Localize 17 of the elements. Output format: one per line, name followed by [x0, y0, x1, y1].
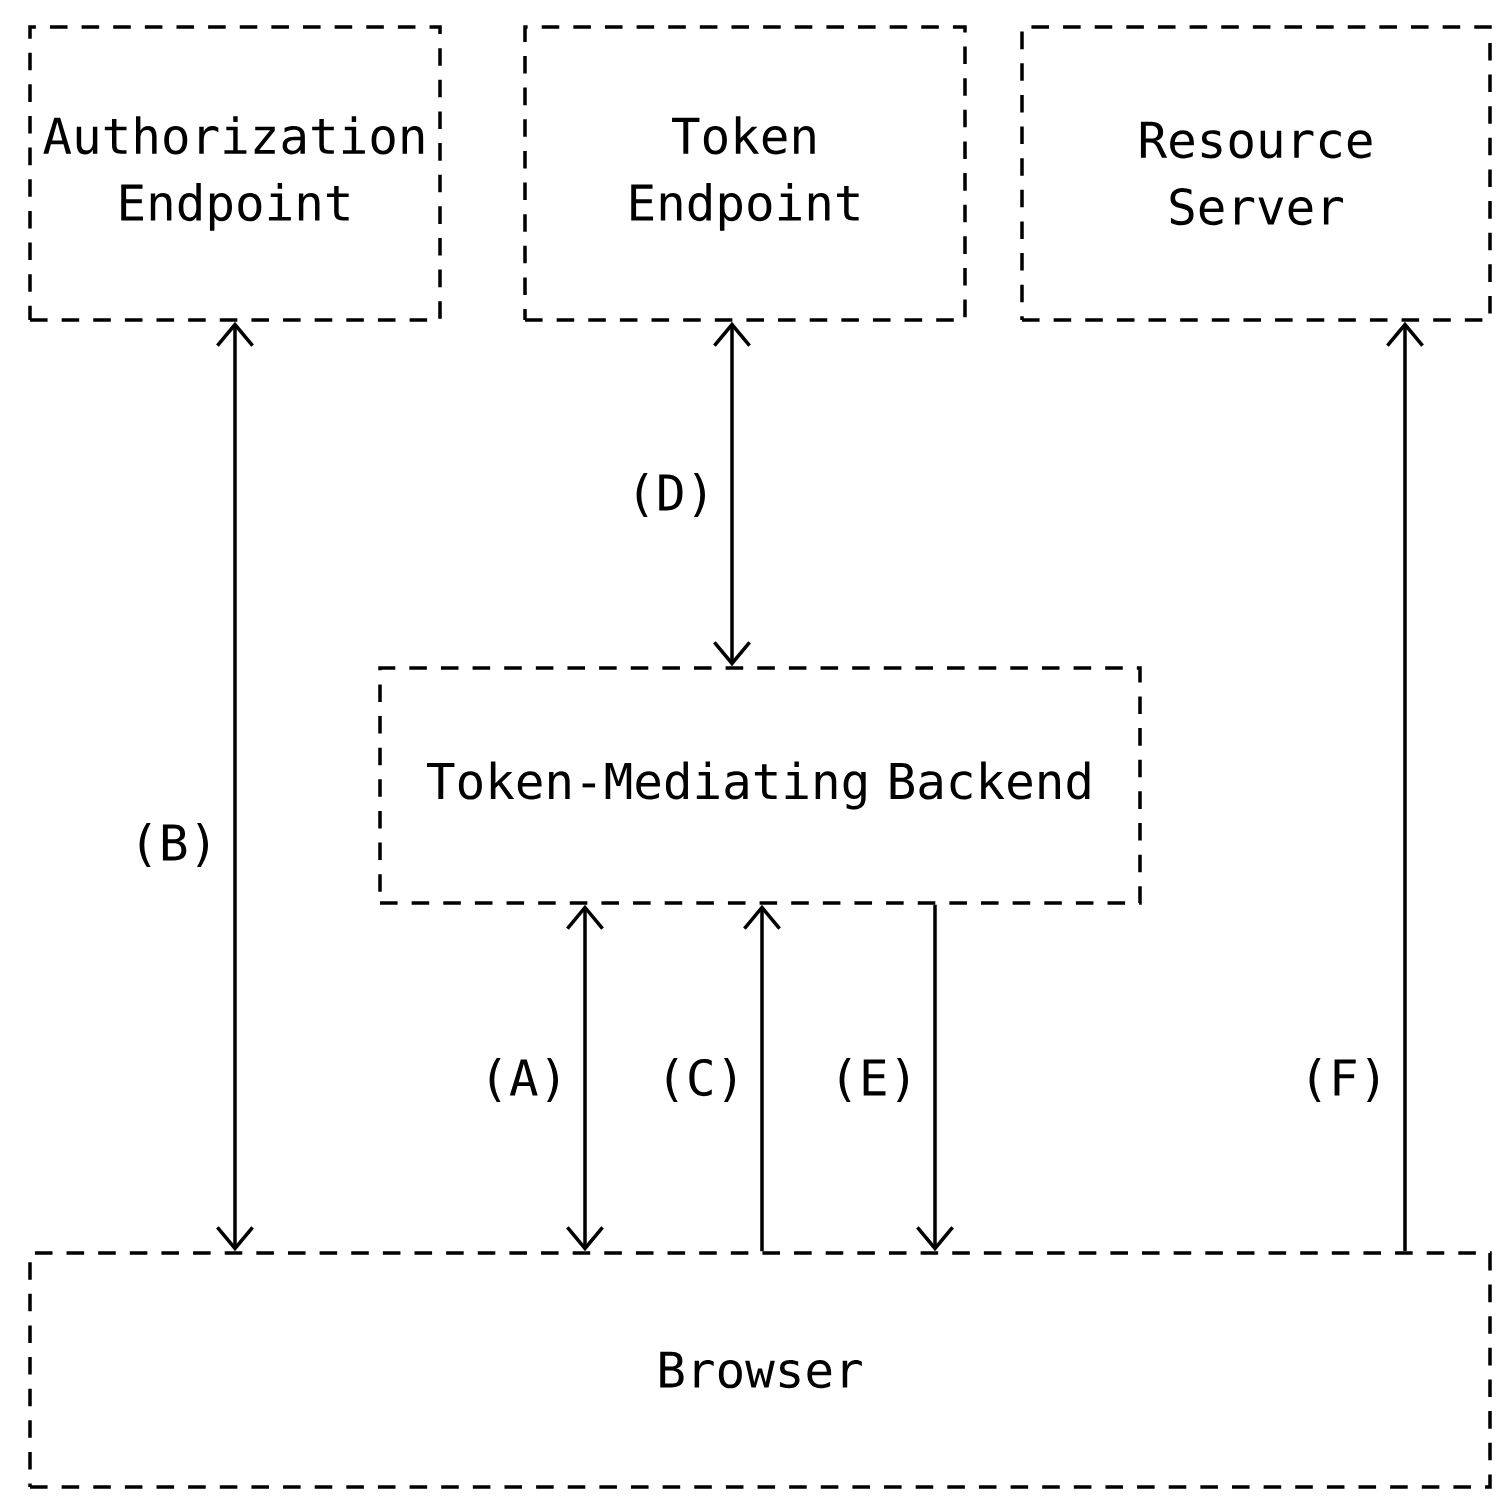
arrow — [216, 321, 254, 1252]
dashed-box: Resource Server — [1020, 25, 1492, 322]
dashed-box: Authorization Endpoint — [28, 25, 442, 322]
dashed-box: Token Endpoint — [523, 25, 967, 322]
arrow — [713, 321, 751, 667]
arrow — [566, 904, 604, 1252]
arrow — [743, 904, 781, 1252]
arrow — [1386, 321, 1424, 1252]
edge-label: (A) — [472, 1051, 576, 1109]
arrow — [916, 904, 954, 1252]
dashed-box: Token-Mediating Backend — [378, 666, 1142, 905]
dashed-box: Browser — [28, 1251, 1492, 1489]
edge-label: (D) — [619, 466, 723, 524]
edge-label: (C) — [649, 1051, 753, 1109]
edge-label: (B) — [122, 816, 226, 874]
edge-label: (F) — [1292, 1051, 1396, 1109]
edge-label: (E) — [822, 1051, 926, 1109]
